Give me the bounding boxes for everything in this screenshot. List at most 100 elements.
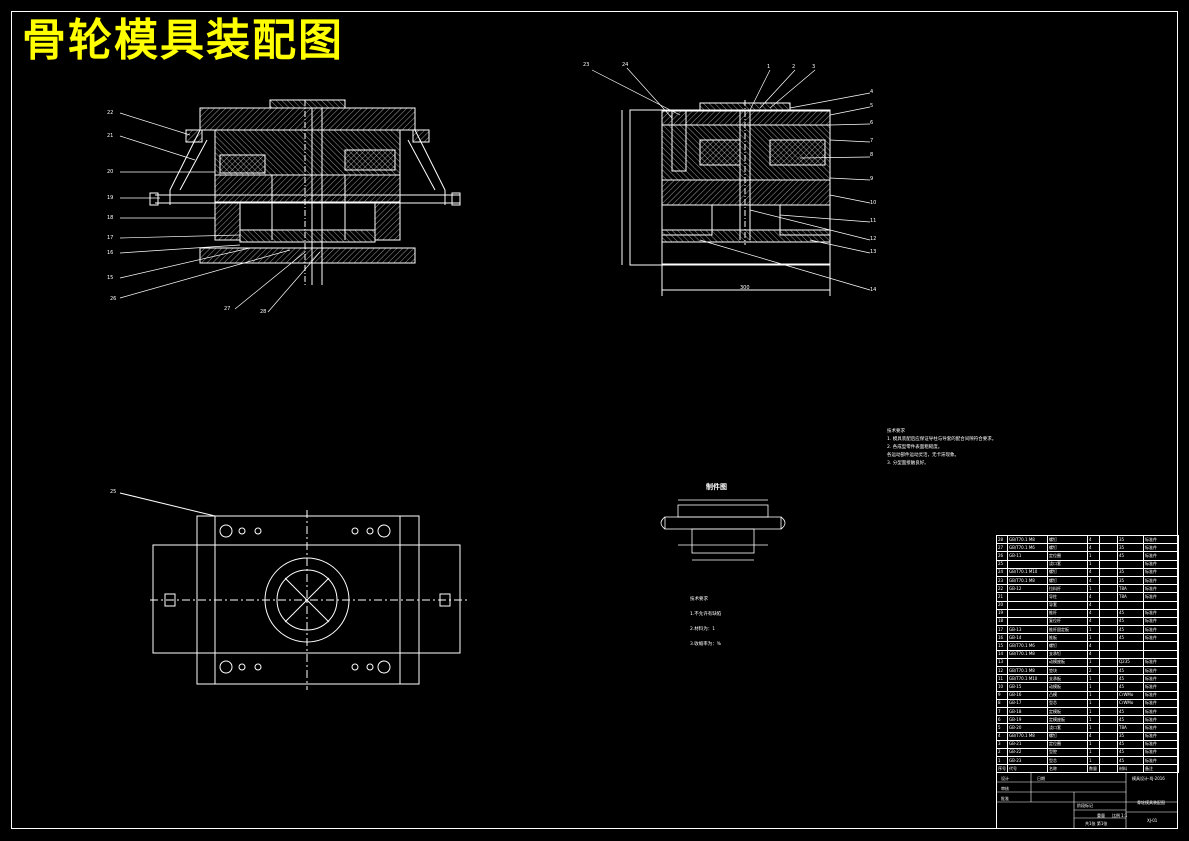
bom-cell: 7 xyxy=(996,706,1008,717)
bom-cell xyxy=(1099,608,1118,618)
callout-number: 11 xyxy=(870,218,877,224)
bom-cell: 标准件 xyxy=(1143,592,1179,602)
bom-cell: 45 xyxy=(1117,674,1144,684)
dimension-label: 300 xyxy=(740,285,750,291)
tech-req-heading: 技术要求 xyxy=(887,429,905,434)
bom-cell xyxy=(1099,625,1118,635)
bom-cell: 动模板 xyxy=(1047,682,1088,692)
callout-number: 12 xyxy=(870,236,877,242)
bom-cell: 1 xyxy=(1087,715,1100,725)
tb-ratio: 比例 xyxy=(1112,813,1120,818)
bom-cell: GB-22 xyxy=(1007,747,1048,758)
bom-cell: 凸模 xyxy=(1047,690,1088,700)
bom-cell: 45 xyxy=(1117,715,1144,725)
bom-cell: 定位圈 xyxy=(1047,739,1088,749)
bom-cell: 螺钉 xyxy=(1047,567,1088,577)
bom-cell: 26 xyxy=(996,551,1008,561)
bom-cell: 标准件 xyxy=(1143,665,1179,676)
bom-cell: T8A xyxy=(1117,584,1144,594)
bom-cell: 标准件 xyxy=(1143,674,1179,684)
bom-cell: 45 xyxy=(1117,625,1144,635)
bom-cell: 导套 xyxy=(1047,600,1088,610)
bom-cell: GB-15 xyxy=(1007,682,1048,692)
plan-view xyxy=(119,492,470,690)
bom-cell: CrWMo xyxy=(1117,690,1144,700)
bom-cell: 标准件 xyxy=(1143,739,1179,749)
bom-cell: 1 xyxy=(1087,739,1100,749)
bom-cell: 2 xyxy=(996,747,1008,758)
callout-number: 9 xyxy=(870,176,874,182)
bom-cell xyxy=(1099,592,1118,602)
bom-cell: 推杆 xyxy=(1047,608,1088,618)
bom-cell xyxy=(1099,534,1118,545)
bom-cell: 4 xyxy=(1087,575,1100,586)
bom-cell: GB-20 xyxy=(1007,723,1048,733)
bom-cell xyxy=(1099,616,1118,627)
bom-cell: GB/T70.1 M8 xyxy=(1007,731,1048,741)
bom-cell: 浇口套 xyxy=(1047,723,1088,733)
bom-cell xyxy=(1143,649,1179,659)
bom-cell: 10 xyxy=(996,682,1008,692)
drawing-title: 骨轮模具装配图 xyxy=(22,15,344,66)
callout-number: 7 xyxy=(870,138,874,144)
bom-cell: 螺钉 xyxy=(1047,543,1088,553)
bom-cell xyxy=(1099,641,1118,651)
bom-cell: 21 xyxy=(996,592,1008,602)
bom-cell: 11 xyxy=(996,674,1008,684)
bom-cell xyxy=(1007,592,1048,602)
bom-cell: 1 xyxy=(1087,723,1100,733)
bom-cell: 35 xyxy=(1117,567,1144,577)
bom-cell: GB/T70.1 M8 xyxy=(1007,649,1048,659)
bom-cell: 45 xyxy=(1117,616,1144,627)
bom-cell: 标准件 xyxy=(1143,551,1179,561)
callout-number: 24 xyxy=(622,62,629,68)
bom-cell xyxy=(1099,649,1118,659)
bom-cell xyxy=(1007,559,1048,569)
bom-cell xyxy=(1099,706,1118,717)
tb-date: 日期 xyxy=(1037,776,1045,781)
part-reqs-heading: 技术要求 xyxy=(690,597,708,602)
callout-number: 27 xyxy=(224,306,231,312)
bom-cell: 垫块 xyxy=(1047,665,1088,676)
bom-cell: Q235 xyxy=(1117,657,1144,668)
bom-cell xyxy=(1099,559,1118,569)
bom-cell: 螺钉 xyxy=(1047,575,1088,586)
bom-cell xyxy=(1099,600,1118,610)
bom-cell: 标准件 xyxy=(1143,584,1179,594)
bom-cell: 45 xyxy=(1117,706,1144,717)
bom-cell: 定模座板 xyxy=(1047,715,1088,725)
callout-number: 4 xyxy=(870,89,874,95)
bom-cell: 24 xyxy=(996,567,1008,577)
bom-cell: GB-13 xyxy=(1007,625,1048,635)
bom-cell: 1 xyxy=(1087,657,1100,668)
bom-cell xyxy=(1099,747,1118,758)
bom-cell: 22 xyxy=(996,584,1008,594)
callout-number: 18 xyxy=(107,215,114,221)
bom-cell: 1 xyxy=(1087,747,1100,758)
bom-cell xyxy=(1099,551,1118,561)
callout-number: 23 xyxy=(583,62,590,68)
bom-cell: 标准件 xyxy=(1143,756,1179,766)
bom-cell xyxy=(1099,739,1118,749)
bom-cell: 1 xyxy=(1087,706,1100,717)
bom-cell: 标准件 xyxy=(1143,625,1179,635)
bom-cell: 3 xyxy=(996,739,1008,749)
bom-cell: 20 xyxy=(996,600,1008,610)
part-req-item: 1.不允许有缺陷 xyxy=(690,612,722,617)
bom-cell: 推杆固定板 xyxy=(1047,625,1088,635)
callout-number: 28 xyxy=(260,309,267,315)
bom-cell: 4 xyxy=(1087,543,1100,553)
bom-cell: GB-19 xyxy=(1007,715,1048,725)
bom-cell: 45 xyxy=(1117,608,1144,618)
callout-number: 1 xyxy=(767,64,771,70)
